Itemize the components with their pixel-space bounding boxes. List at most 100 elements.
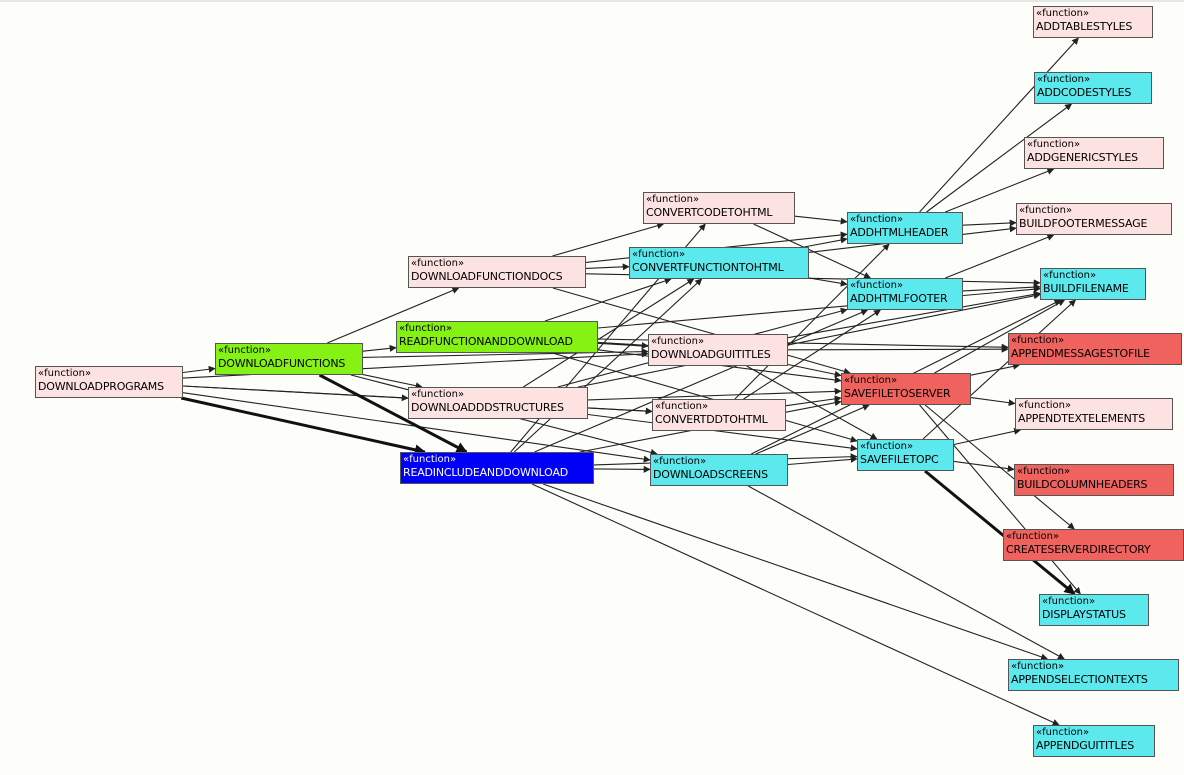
node-label: DOWNLOADSCREENS xyxy=(653,468,768,481)
node-stereotype: «function» xyxy=(653,456,707,467)
node-stereotype: «function» xyxy=(844,375,898,386)
edge-convertddtohtml-to-savefiletoserver xyxy=(785,395,842,407)
node-readincludeanddownload[interactable]: «function»READINCLUDEANDDOWNLOAD xyxy=(400,452,594,484)
node-addgenericstyles[interactable]: «function»ADDGENERICSTYLES xyxy=(1024,137,1164,169)
node-label: DOWNLOADDDSTRUCTURES xyxy=(411,401,564,414)
edge-downloadddstructures-to-convertddtohtml xyxy=(587,407,653,415)
node-label: ADDCODESTYLES xyxy=(1037,86,1132,99)
edge-savefiletoserver-to-appendmessagestofile xyxy=(970,362,1021,376)
edge-convertfunctiontohtml-to-addhtmlheader xyxy=(803,236,848,248)
node-addhtmlheader[interactable]: «function»ADDHTMLHEADER xyxy=(847,212,963,244)
node-convertddtohtml[interactable]: «function»CONVERTDDTOHTML xyxy=(652,399,786,431)
node-stereotype: «function» xyxy=(860,441,914,452)
edge-addhtmlheader-to-buildfootermessage xyxy=(962,219,1017,227)
node-stereotype: «function» xyxy=(1011,661,1065,672)
node-stereotype: «function» xyxy=(632,249,686,260)
node-label: CONVERTFUNCTIONTOHTML xyxy=(632,261,784,274)
node-label: ADDHTMLFOOTER xyxy=(850,292,948,305)
node-label: DOWNLOADGUITITLES xyxy=(651,348,771,361)
node-label: DOWNLOADFUNCTIONDOCS xyxy=(411,270,563,283)
node-label: DOWNLOADPROGRAMS xyxy=(38,380,164,393)
edge-readincludeanddownload-to-appendselectiontexts xyxy=(542,483,1049,661)
node-stereotype: «function» xyxy=(655,401,709,412)
node-displaystatus[interactable]: «function»DISPLAYSTATUS xyxy=(1039,594,1149,626)
edge-downloadfunctions-to-readfunctionanddownload xyxy=(362,344,397,352)
edge-savefiletoserver-to-displaystatus xyxy=(919,404,1081,595)
node-label: DOWNLOADFUNCTIONS xyxy=(218,357,346,370)
node-label: ADDTABLESTYLES xyxy=(1036,20,1133,33)
node-convertfunctiontohtml[interactable]: «function»CONVERTFUNCTIONTOHTML xyxy=(629,247,809,279)
node-label: APPENDMESSAGESTOFILE xyxy=(1011,347,1150,360)
node-addcodestyles[interactable]: «function»ADDCODESTYLES xyxy=(1034,72,1152,104)
edge-readfunctionanddownload-to-buildfilename xyxy=(597,285,1041,329)
edge-downloadscreens-to-savefiletoserver xyxy=(755,404,870,455)
node-stereotype: «function» xyxy=(651,336,705,347)
edge-downloadfunctions-to-downloadguititles xyxy=(362,348,649,358)
node-label: CONVERTDDTOHTML xyxy=(655,413,768,426)
edge-downloadddstructures-to-savefiletoserver xyxy=(587,387,842,401)
node-createserverdirectory[interactable]: «function»CREATESERVERDIRECTORY xyxy=(1003,529,1184,561)
edge-downloadfunctiondocs-to-convertcodetohtml xyxy=(552,222,665,257)
node-addhtmlfooter[interactable]: «function»ADDHTMLFOOTER xyxy=(847,278,963,310)
node-label: BUILDCOLUMNHEADERS xyxy=(1017,478,1148,491)
node-stereotype: «function» xyxy=(1027,139,1081,150)
edge-downloadfunctions-to-readincludeanddownload xyxy=(318,373,468,454)
node-stereotype: «function» xyxy=(1043,270,1097,281)
node-stereotype: «function» xyxy=(850,280,904,291)
edge-downloadfunctions-to-downloadfunctiondocs xyxy=(327,287,460,344)
node-label: ADDGENERICSTYLES xyxy=(1027,151,1138,164)
node-label: READINCLUDEANDDOWNLOAD xyxy=(403,466,569,479)
node-readfunctionanddownload[interactable]: «function»READFUNCTIONANDDOWNLOAD xyxy=(396,321,598,353)
node-stereotype: «function» xyxy=(1036,8,1090,19)
node-stereotype: «function» xyxy=(1037,74,1091,85)
node-label: APPENDTEXTELEMENTS xyxy=(1018,412,1145,425)
node-label: SAVEFILETOPC xyxy=(860,453,939,466)
node-appendselectiontexts[interactable]: «function»APPENDSELECTIONTEXTS xyxy=(1008,659,1179,691)
node-label: DISPLAYSTATUS xyxy=(1042,608,1126,621)
edge-readfunctionanddownload-to-downloadguititles xyxy=(597,341,649,350)
node-buildfilename[interactable]: «function»BUILDFILENAME xyxy=(1040,268,1146,300)
node-stereotype: «function» xyxy=(646,194,700,205)
node-savefiletopc[interactable]: «function»SAVEFILETOPC xyxy=(857,439,954,471)
edge-downloadddstructures-to-buildfilename xyxy=(577,292,1041,388)
node-downloadfunctiondocs[interactable]: «function»DOWNLOADFUNCTIONDOCS xyxy=(408,256,586,288)
node-buildfootermessage[interactable]: «function»BUILDFOOTERMESSAGE xyxy=(1016,203,1172,235)
edge-convertfunctiontohtml-to-addhtmlfooter xyxy=(808,277,848,287)
edge-addhtmlheader-to-addgenericstyles xyxy=(945,168,1055,213)
node-stereotype: «function» xyxy=(403,454,457,465)
edge-downloadprograms-to-downloadfunctions xyxy=(182,365,216,374)
node-convertcodetohtml[interactable]: «function»CONVERTCODETOHTML xyxy=(643,192,795,224)
node-buildcolumnheaders[interactable]: «function»BUILDCOLUMNHEADERS xyxy=(1014,464,1174,496)
node-downloadddstructures[interactable]: «function»DOWNLOADDDSTRUCTURES xyxy=(408,387,588,419)
node-label: BUILDFILENAME xyxy=(1043,282,1129,295)
edge-readincludeanddownload-to-convertfunctiontohtml xyxy=(513,278,703,453)
node-appendmessagestofile[interactable]: «function»APPENDMESSAGESTOFILE xyxy=(1008,333,1182,365)
node-appendguititles[interactable]: «function»APPENDGUITITLES xyxy=(1033,725,1155,757)
node-label: APPENDSELECTIONTEXTS xyxy=(1011,673,1148,686)
edge-downloadprograms-to-readincludeanddownload xyxy=(180,396,426,456)
edge-downloadfunctions-to-downloadddstructures xyxy=(362,374,423,390)
edge-readincludeanddownload-to-downloadscreens xyxy=(593,465,651,473)
edge-downloadfunctiondocs-to-convertfunctiontohtml xyxy=(585,263,630,271)
edge-addhtmlheader-to-addtablestyles xyxy=(919,37,1079,213)
node-stereotype: «function» xyxy=(1006,531,1060,542)
edge-savefiletopc-to-buildfilename xyxy=(922,299,1077,440)
node-downloadscreens[interactable]: «function»DOWNLOADSCREENS xyxy=(650,454,788,486)
node-downloadfunctions[interactable]: «function»DOWNLOADFUNCTIONS xyxy=(215,343,363,375)
edge-savefiletopc-to-displaystatus xyxy=(924,469,1076,596)
node-addtablestyles[interactable]: «function»ADDTABLESTYLES xyxy=(1033,6,1153,38)
node-downloadguititles[interactable]: «function»DOWNLOADGUITITLES xyxy=(648,334,788,366)
edge-savefiletopc-to-appendtextelements xyxy=(953,427,1022,446)
edge-savefiletoserver-to-appendtextelements xyxy=(970,397,1016,407)
edge-convertcodetohtml-to-addhtmlheader xyxy=(794,215,848,225)
node-downloadprograms[interactable]: «function»DOWNLOADPROGRAMS xyxy=(35,366,183,398)
node-appendtextelements[interactable]: «function»APPENDTEXTELEMENTS xyxy=(1015,398,1173,430)
node-savefiletoserver[interactable]: «function»SAVEFILETOSERVER xyxy=(841,373,971,405)
node-stereotype: «function» xyxy=(38,368,92,379)
edge-addhtmlfooter-to-buildfootermessage xyxy=(945,234,1055,279)
edge-downloadguititles-to-savefiletoserver xyxy=(787,363,842,378)
node-label: CONVERTCODETOHTML xyxy=(646,206,773,219)
node-label: BUILDFOOTERMESSAGE xyxy=(1019,217,1148,230)
